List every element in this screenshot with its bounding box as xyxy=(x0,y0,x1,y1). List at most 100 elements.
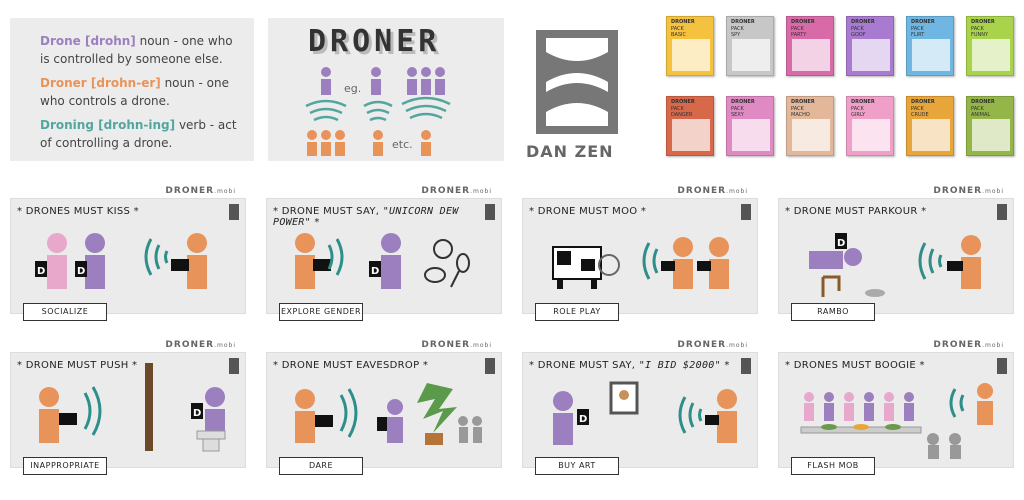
dare-card: DRONER.mobi * DRONE MUST SAY, "UNICORN D… xyxy=(266,186,502,324)
dan-zen-logo-icon xyxy=(536,30,618,134)
pack-label: PACK xyxy=(851,26,864,32)
pack-name: ANIMAL xyxy=(971,112,991,118)
card-body: * DRONE MUST PUSH * D INAPPROPRIATE xyxy=(10,352,246,475)
svg-text:D: D xyxy=(579,414,587,425)
card-title: * DRONE MUST PUSH * xyxy=(17,360,138,371)
dan-zen-mark-icon xyxy=(229,204,239,220)
dare-card: DRONER.mobi * DRONE MUST MOO * ROLE PLAY xyxy=(522,186,758,324)
card-body: * DRONE MUST EAVESDROP * DARE xyxy=(266,352,502,475)
pack-header: DRONER xyxy=(731,19,755,25)
card-illustration: D xyxy=(295,233,470,289)
logo-title: DRONER xyxy=(308,24,441,59)
dare-card: DRONER.mobi * DRONE MUST PUSH * D INAPPR… xyxy=(10,340,246,478)
pack-header: DRONER xyxy=(971,19,995,25)
card-body: * DRONE MUST SAY, "I BID $2000" * D BUY … xyxy=(522,352,758,475)
definition-text: noun - one who is controlled by someone … xyxy=(40,34,233,66)
dan-zen-brand: DAN ZEN xyxy=(522,28,632,168)
card-title: * DRONES MUST BOOGIE * xyxy=(785,360,925,371)
svg-text:D: D xyxy=(193,408,201,419)
svg-text:D: D xyxy=(77,266,85,277)
logo-illustration xyxy=(305,67,451,156)
pack-label: PACK xyxy=(911,106,924,112)
card-illustration xyxy=(295,383,482,445)
definition-term: Droning [drohn-ing] xyxy=(40,118,176,132)
dare-card: DRONER.mobi * DRONES MUST KISS * D D SOC… xyxy=(10,186,246,324)
card-category: EXPLORE GENDER xyxy=(279,303,363,321)
etc-label: etc. xyxy=(392,138,413,151)
card-body: * DRONE MUST SAY, "UNICORN DEW POWER" * … xyxy=(266,198,502,321)
card-watermark: DRONER.mobi xyxy=(933,186,1004,196)
pack-header: DRONER xyxy=(671,99,695,105)
pack-name: CRUDE xyxy=(911,112,929,118)
card-title: * DRONE MUST PARKOUR * xyxy=(785,206,927,217)
pack-label: PACK xyxy=(971,26,984,32)
definitions-panel: Drone [drohn] noun - one who is controll… xyxy=(10,18,254,161)
pack-name: SPY xyxy=(731,32,741,38)
droner-logo-panel: DRONER eg. etc. xyxy=(268,18,504,161)
definition-droning: Droning [drohn-ing] verb - act of contro… xyxy=(40,116,240,152)
svg-text:D: D xyxy=(837,238,845,249)
card-illustration xyxy=(552,237,729,289)
pack-header: DRONER xyxy=(851,19,875,25)
pack-header: DRONER xyxy=(731,99,755,105)
eg-label: eg. xyxy=(344,82,362,95)
dan-zen-mark-icon xyxy=(485,358,495,374)
card-illustration: D xyxy=(553,381,737,445)
card-watermark: DRONER.mobi xyxy=(165,186,236,196)
card-illustration: D xyxy=(809,233,981,297)
pack-header: DRONER xyxy=(971,99,995,105)
card-category: SOCIALIZE xyxy=(23,303,107,321)
card-watermark: DRONER.mobi xyxy=(165,340,236,350)
definition-text: noun - one who controls a drone. xyxy=(40,76,230,108)
pack-header: DRONER xyxy=(911,19,935,25)
card-category: BUY ART xyxy=(535,457,619,475)
card-body: * DRONE MUST MOO * ROLE PLAY xyxy=(522,198,758,321)
pack-header: DRONER xyxy=(791,19,815,25)
pack-name: DANGER xyxy=(671,112,693,118)
pack-header: DRONER xyxy=(911,99,935,105)
dan-zen-mark-icon xyxy=(741,204,751,220)
dare-card: DRONER.mobi * DRONES MUST BOOGIE * FLASH… xyxy=(778,340,1014,478)
card-title: * DRONE MUST SAY, "UNICORN DEW POWER" * xyxy=(273,206,459,228)
card-title: * DRONES MUST KISS * xyxy=(17,206,139,217)
dare-card: DRONER.mobi * DRONE MUST EAVESDROP * DAR… xyxy=(266,340,502,478)
card-watermark: DRONER.mobi xyxy=(677,340,748,350)
card-category: ROLE PLAY xyxy=(535,303,619,321)
definition-term: Droner [drohn-er] xyxy=(40,76,161,90)
pack-name: MACHO xyxy=(791,112,810,118)
card-category: DARE xyxy=(279,457,363,475)
pack-name: GOOF xyxy=(851,32,866,38)
card-category: INAPPROPRIATE xyxy=(23,457,107,475)
card-illustration xyxy=(800,383,993,459)
pack-name: FLIRT xyxy=(911,32,925,38)
card-body: * DRONES MUST BOOGIE * FLASH MOB xyxy=(778,352,1014,475)
dare-card: DRONER.mobi * DRONE MUST PARKOUR * D RAM… xyxy=(778,186,1014,324)
dan-zen-mark-icon xyxy=(997,204,1007,220)
definition-text: verb - act of controlling a drone. xyxy=(40,118,237,150)
definition-droner: Droner [drohn-er] noun - one who control… xyxy=(40,74,240,110)
pack-name: GIRLY xyxy=(851,112,865,118)
card-illustration: D xyxy=(39,363,226,452)
card-title: * DRONE MUST EAVESDROP * xyxy=(273,360,429,371)
card-watermark: DRONER.mobi xyxy=(421,340,492,350)
pack-name: SEXY xyxy=(731,112,744,118)
card-watermark: DRONER.mobi xyxy=(421,186,492,196)
pack-name: BASIC xyxy=(671,32,686,38)
pack-label: PACK xyxy=(791,106,804,112)
pack-header: DRONER xyxy=(671,19,695,25)
pack-label: PACK xyxy=(911,26,924,32)
dan-zen-mark-icon xyxy=(741,358,751,374)
pack-name: FUNNY xyxy=(971,32,989,38)
pack-label: PACK xyxy=(671,106,684,112)
definition-drone: Drone [drohn] noun - one who is controll… xyxy=(40,32,240,68)
